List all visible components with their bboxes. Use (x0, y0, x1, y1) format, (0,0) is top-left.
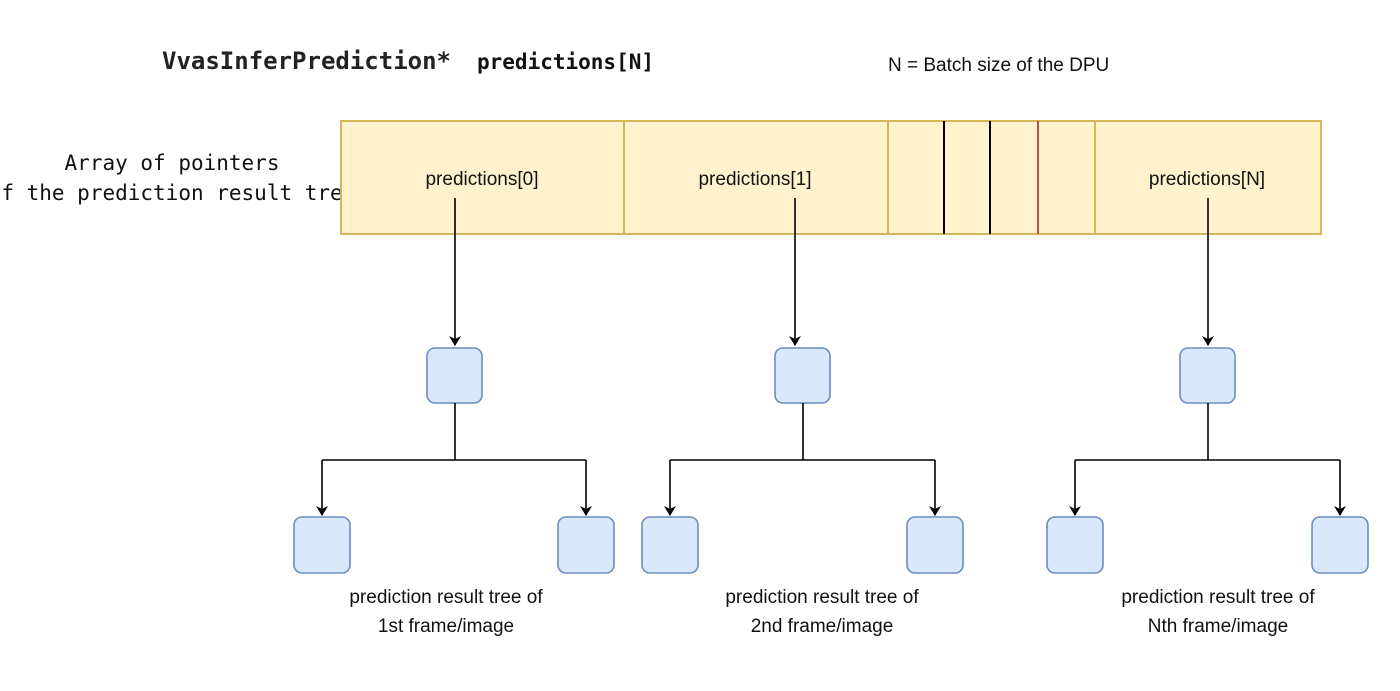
array-cell-label-0: predictions[0] (425, 169, 538, 190)
child-node-1-left (293, 516, 351, 574)
tree-caption-2-line1: prediction result tree of (725, 587, 919, 608)
tree-caption-1-line2: 1st frame/image (378, 616, 514, 637)
tree-connector-n (1075, 403, 1340, 461)
array-cell-label-1: predictions[1] (698, 169, 811, 190)
array-ellipsis-region (887, 120, 1096, 235)
array-cell-0 (340, 120, 625, 235)
prediction-tree-1: prediction result tree of 1st frame/imag… (293, 198, 615, 637)
array-label-line1: Array of pointers (65, 151, 280, 175)
type-name-text: VvasInferPrediction* (162, 47, 451, 75)
root-node-1 (426, 347, 483, 404)
tree-connector-2 (670, 403, 935, 461)
tree-caption-n-line2: Nth frame/image (1148, 616, 1288, 637)
root-node-2 (774, 347, 831, 404)
tree-caption-2-line2: 2nd frame/image (751, 616, 894, 637)
prediction-tree-n: prediction result tree of Nth frame/imag… (1046, 198, 1369, 637)
tree-connector-1 (322, 403, 586, 461)
variable-name-text: predictions[N] (477, 50, 654, 74)
batch-size-note: N = Batch size of the DPU (888, 55, 1109, 76)
pointer-array: predictions[0] predictions[1] prediction… (340, 120, 1322, 235)
array-cell-n (1094, 120, 1322, 235)
tree-caption-n-line1: prediction result tree of (1121, 587, 1315, 608)
array-cell-label-n: predictions[N] (1149, 169, 1265, 190)
array-label-line2: of the prediction result tree (0, 181, 355, 205)
child-node-2-left (641, 516, 699, 574)
array-cell-1 (623, 120, 889, 235)
root-node-n (1179, 347, 1236, 404)
tree-caption-1-line1: prediction result tree of (349, 587, 543, 608)
child-node-1-right (557, 516, 615, 574)
prediction-tree-2: prediction result tree of 2nd frame/imag… (641, 198, 964, 637)
child-node-2-right (906, 516, 964, 574)
child-node-n-left (1046, 516, 1104, 574)
child-node-n-right (1311, 516, 1369, 574)
